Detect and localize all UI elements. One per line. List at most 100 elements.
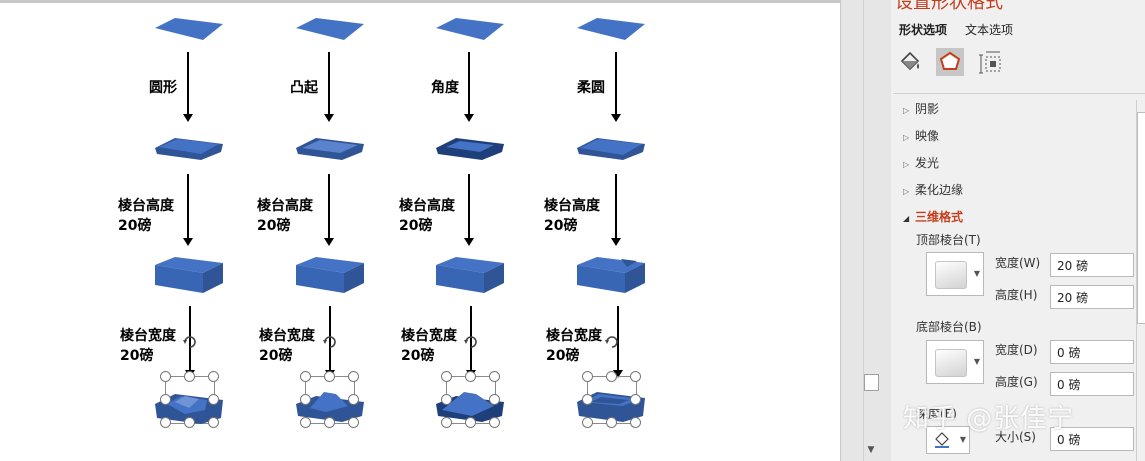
scrollbar-thumb[interactable]	[864, 374, 879, 391]
top-bevel-height-input[interactable]: 20 磅	[1050, 285, 1134, 309]
tab-text-options[interactable]: 文本选项	[965, 23, 1014, 37]
flat-shape-2[interactable]	[296, 18, 364, 44]
depth-label: 深度(E)	[916, 407, 957, 421]
arrow-4c	[613, 306, 623, 378]
box-shape-2[interactable]	[296, 255, 364, 295]
bevel-name-label-4: 柔圆	[577, 80, 605, 96]
size-properties-icon[interactable]	[977, 49, 1005, 77]
flat-shape-3[interactable]	[436, 18, 504, 44]
top-bevel-width-input[interactable]: 20 磅	[1050, 253, 1134, 277]
resize-handle[interactable]	[630, 394, 641, 405]
bevel-name-label-1: 圆形	[149, 80, 177, 96]
resize-handle[interactable]	[324, 371, 335, 382]
resize-handle[interactable]	[441, 417, 452, 428]
rotate-handle-icon[interactable]	[182, 334, 198, 350]
resize-handle[interactable]	[489, 417, 500, 428]
chevron-down-icon: ▼	[973, 357, 980, 366]
arrow-1a	[183, 52, 193, 122]
resize-handle[interactable]	[582, 371, 593, 382]
arrow-4b	[611, 174, 621, 246]
arrow-3a	[464, 52, 474, 122]
step2-label-4-line1: 棱台高度	[544, 198, 600, 214]
box-shape-4[interactable]	[577, 255, 645, 295]
step3-label-2-line2: 20磅	[259, 348, 293, 364]
bottom-bevel-height-input[interactable]: 0 磅	[1050, 372, 1134, 396]
final-shape-1[interactable]	[155, 390, 223, 424]
resize-handle[interactable]	[441, 394, 452, 405]
resize-handle[interactable]	[300, 394, 311, 405]
depth-size-input[interactable]: 0 磅	[1050, 427, 1134, 451]
beveled-shape-1[interactable]	[155, 136, 223, 162]
final-shape-4[interactable]	[577, 388, 645, 424]
step2-label-2-line2: 20磅	[257, 218, 291, 234]
section-label: 发光	[915, 156, 940, 170]
resize-handle[interactable]	[489, 371, 500, 382]
final-shape-3[interactable]	[436, 390, 504, 424]
resize-handle[interactable]	[160, 394, 171, 405]
rotate-handle-icon[interactable]	[463, 334, 479, 350]
expand-arrow-icon: ▷	[903, 106, 910, 115]
section-label: 三维格式	[915, 210, 964, 224]
depth-color-button[interactable]: ▼	[926, 426, 970, 454]
arrow-4a	[611, 52, 621, 122]
effects-pentagon-icon[interactable]	[936, 48, 964, 76]
beveled-shape-4[interactable]	[577, 136, 645, 162]
section-label: 柔化边缘	[915, 183, 964, 197]
scroll-down-arrow-icon[interactable]: ▼	[867, 445, 875, 455]
section-reflection[interactable]: ▷映像	[903, 127, 939, 144]
final-shape-2[interactable]	[296, 390, 364, 424]
resize-handle[interactable]	[630, 371, 641, 382]
resize-handle[interactable]	[184, 371, 195, 382]
resize-handle[interactable]	[348, 394, 359, 405]
resize-handle[interactable]	[184, 417, 195, 428]
step3-label-2-line1: 棱台宽度	[259, 328, 315, 344]
resize-handle[interactable]	[208, 371, 219, 382]
resize-handle[interactable]	[324, 417, 335, 428]
resize-handle[interactable]	[300, 371, 311, 382]
tab-shape-options[interactable]: 形状选项	[899, 23, 948, 37]
resize-handle[interactable]	[606, 371, 617, 382]
step3-label-3-line2: 20磅	[401, 348, 435, 364]
arrow-2a	[324, 52, 334, 122]
section-3d-format[interactable]: ◢三维格式	[903, 208, 963, 225]
flat-shape-4[interactable]	[577, 18, 645, 44]
bottom-bevel-dropdown[interactable]: ▼	[926, 340, 984, 384]
arrow-2b	[324, 174, 334, 246]
slide-top-border	[0, 0, 840, 3]
beveled-shape-2[interactable]	[296, 136, 364, 162]
slide-canvas[interactable]	[0, 0, 841, 461]
resize-handle[interactable]	[208, 394, 219, 405]
step2-label-3-line1: 棱台高度	[399, 198, 455, 214]
resize-handle[interactable]	[582, 394, 593, 405]
resize-handle[interactable]	[441, 371, 452, 382]
top-bevel-height-label: 高度(H)	[995, 288, 1038, 302]
box-shape-1[interactable]	[155, 255, 223, 295]
rotate-handle-icon[interactable]	[604, 334, 620, 350]
resize-handle[interactable]	[630, 417, 641, 428]
section-soft-edges[interactable]: ▷柔化边缘	[903, 181, 963, 198]
vertical-scrollbar[interactable]	[863, 0, 880, 461]
bottom-bevel-width-input[interactable]: 0 磅	[1050, 340, 1134, 364]
rotate-handle-icon[interactable]	[322, 334, 338, 350]
resize-handle[interactable]	[208, 417, 219, 428]
resize-handle[interactable]	[465, 371, 476, 382]
section-glow[interactable]: ▷ 发光	[903, 154, 939, 171]
top-bevel-label: 顶部棱台(T)	[916, 233, 981, 247]
box-shape-3[interactable]	[436, 255, 504, 295]
fill-line-icon[interactable]	[896, 49, 924, 77]
top-bevel-dropdown[interactable]: ▼	[926, 252, 984, 296]
expand-arrow-icon: ▷	[903, 160, 910, 169]
resize-handle[interactable]	[606, 417, 617, 428]
section-shadow[interactable]: ▷阴影	[903, 100, 939, 117]
resize-handle[interactable]	[160, 417, 171, 428]
resize-handle[interactable]	[489, 394, 500, 405]
resize-handle[interactable]	[300, 417, 311, 428]
resize-handle[interactable]	[465, 417, 476, 428]
resize-handle[interactable]	[348, 371, 359, 382]
resize-handle[interactable]	[348, 417, 359, 428]
flat-shape-1[interactable]	[155, 18, 223, 44]
resize-handle[interactable]	[160, 371, 171, 382]
resize-handle[interactable]	[582, 417, 593, 428]
pane-scrollbar-thumb[interactable]	[1137, 112, 1145, 324]
beveled-shape-3[interactable]	[436, 136, 504, 162]
